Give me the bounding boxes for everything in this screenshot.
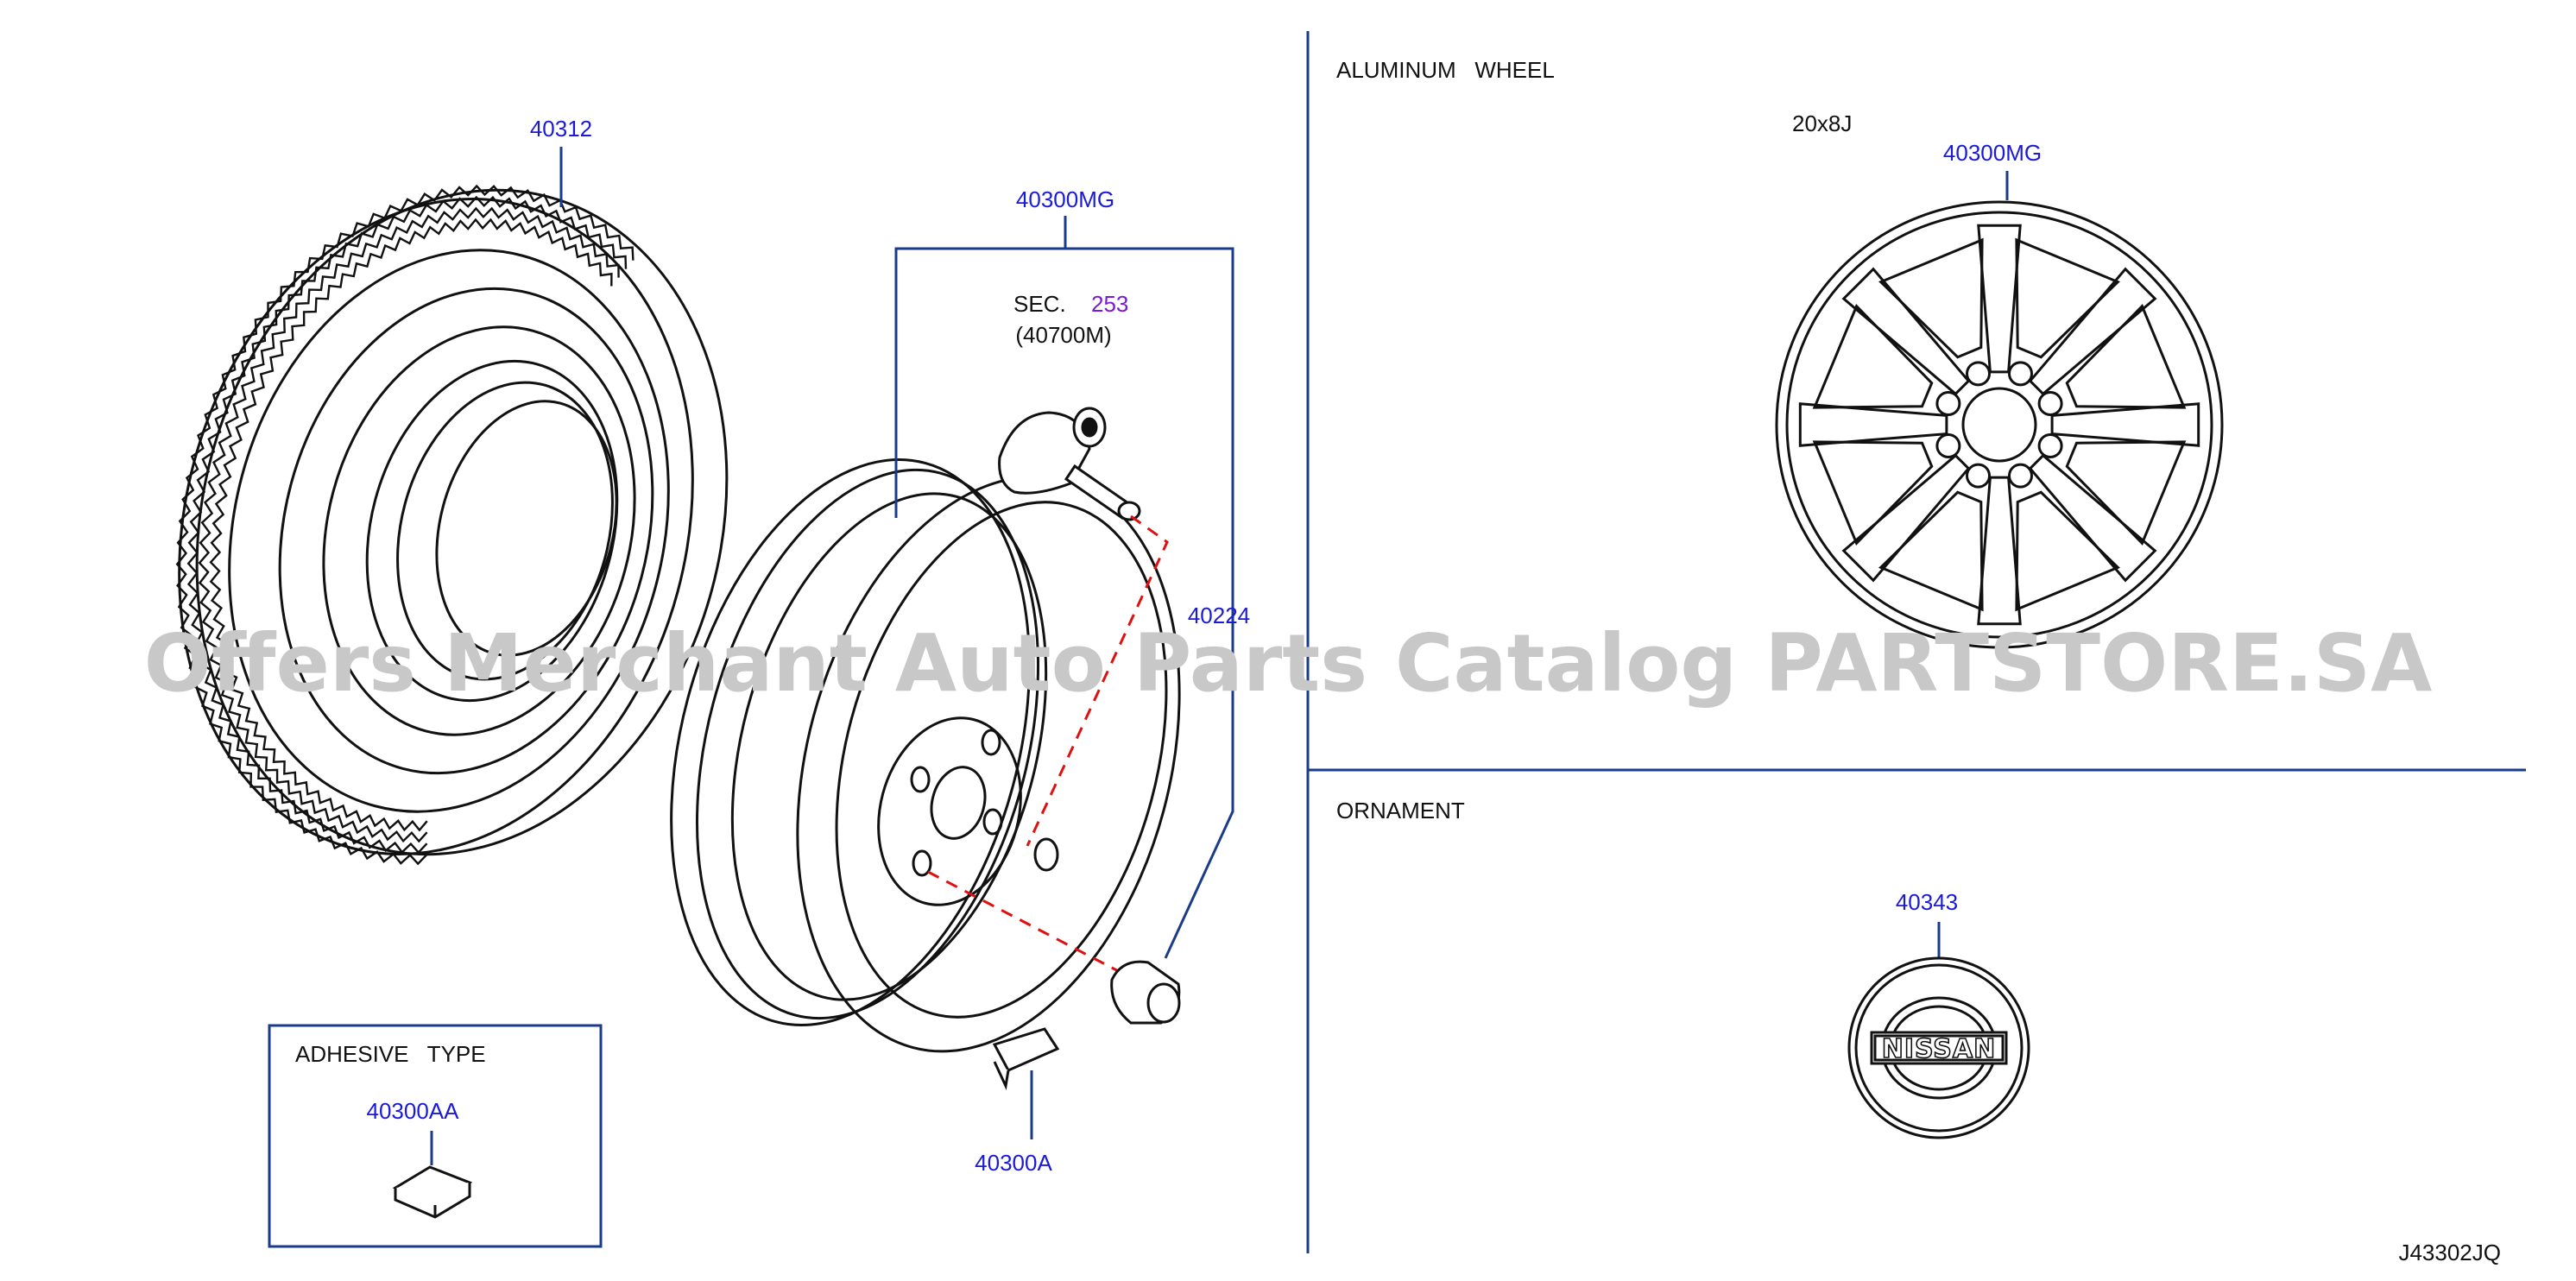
ornament-title: ORNAMENT: [1336, 798, 1465, 824]
lug-hole: [2037, 433, 2063, 458]
wheel-spoke: [1841, 453, 1971, 583]
wheel-spoke: [2028, 453, 2157, 583]
aluminum-wheel-title: ALUMINUM WHEEL: [1336, 57, 1555, 83]
nut-part-number[interactable]: 40224: [1188, 603, 1250, 628]
aluminum-wheel-size: 20x8J: [1792, 110, 1852, 136]
lug-hole: [2008, 463, 2033, 489]
rim-illustration: [670, 458, 1181, 1053]
wheel-spoke: [2050, 402, 2200, 447]
wheel-window: [2015, 490, 2120, 612]
lug-hole: [1966, 463, 1991, 489]
tire-part-number[interactable]: 40312: [530, 116, 592, 142]
adhesive-weight-illustration: [392, 1165, 473, 1219]
sensor-section-prefix: SEC.: [1013, 291, 1066, 317]
tpms-sensor-illustration: [998, 407, 1141, 521]
rim-bracket: [894, 216, 1234, 959]
nissan-logo-text: NISSAN: [1882, 1034, 1996, 1064]
tire-illustration: [178, 188, 729, 856]
rim-part-number[interactable]: 40300MG: [1016, 186, 1114, 212]
lug-hole: [2008, 361, 2033, 387]
wheel-window: [1878, 237, 1984, 359]
lug-nut-illustration: [1110, 960, 1181, 1025]
wheel-window: [2065, 304, 2187, 409]
tread-zigzag-row: [175, 184, 635, 866]
wheel-spoke: [1977, 476, 2022, 626]
wheel-window: [1812, 440, 1934, 546]
watermark-text: Offers Merchant Auto Parts Catalog PARTS…: [144, 617, 2433, 710]
tire-tread-pattern: [175, 184, 635, 866]
alloy-wheel-illustration: [1775, 200, 2224, 649]
tread-zigzag-row: [209, 218, 613, 832]
sensor-part-number: (40700M): [1015, 322, 1111, 348]
wheel-window: [2065, 440, 2187, 546]
tread-zigzag-row: [198, 206, 620, 843]
balance-weight-illustration: [992, 1027, 1060, 1091]
wheel-spoke: [1977, 224, 2022, 374]
assembly-guide-lines: [927, 514, 1169, 977]
wheel-window: [1878, 490, 1984, 612]
wheel-spoke: [1841, 267, 1971, 396]
ornament-part-number[interactable]: 40343: [1896, 889, 1958, 915]
adhesive-part-number[interactable]: 40300AA: [367, 1098, 460, 1124]
adhesive-type-box: [268, 1024, 603, 1248]
lug-hole: [2037, 391, 2063, 416]
aluminum-wheel-part-number[interactable]: 40300MG: [1943, 140, 2042, 166]
wheel-spoke: [2028, 267, 2157, 396]
diagram-id: J43302JQ: [2398, 1240, 2501, 1265]
wheel-window: [2015, 237, 2120, 359]
lug-hole: [1935, 433, 1961, 458]
panel-dividers: [1306, 31, 2526, 1253]
lug-hole: [1966, 361, 1991, 387]
adhesive-type-title: ADHESIVE TYPE: [295, 1041, 486, 1067]
lug-hole: [1935, 391, 1961, 416]
weight-part-number[interactable]: 40300A: [975, 1150, 1052, 1176]
tread-zigzag-row: [186, 195, 628, 855]
sensor-section-link[interactable]: 253: [1091, 291, 1128, 317]
wheel-spoke: [1798, 402, 1948, 447]
wheel-window: [1812, 304, 1934, 409]
center-cap-illustration: [1847, 956, 2030, 1139]
